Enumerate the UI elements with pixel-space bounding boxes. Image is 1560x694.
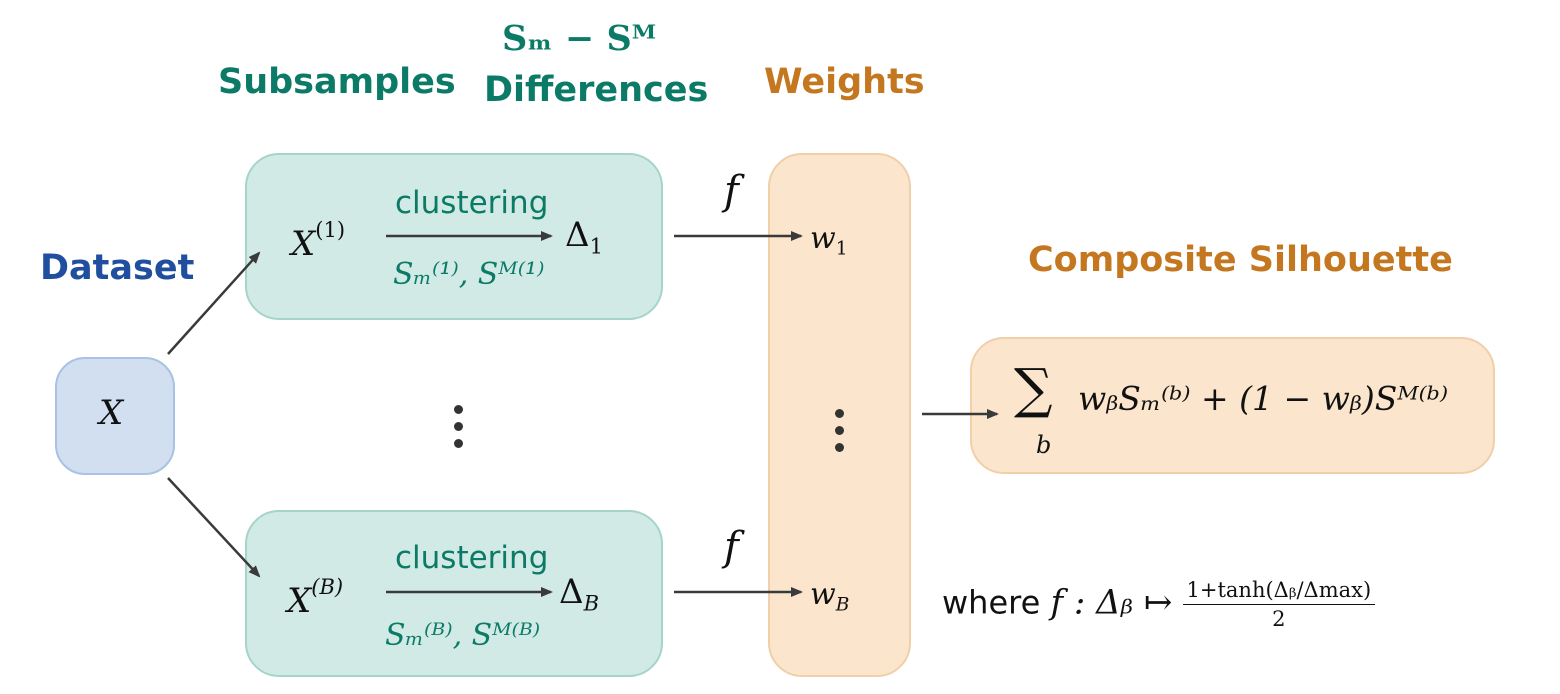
clustering-label-bottom: clustering: [395, 540, 549, 576]
dataset-header: Dataset: [40, 248, 195, 288]
clustering-label-top: clustering: [395, 185, 549, 221]
weights-header: Weights: [764, 62, 925, 102]
subsample-box-bottom: X(B) clustering Sₘ⁽ᴮ⁾, Sᴹ⁽ᴮ⁾ ΔB: [245, 510, 663, 677]
delta-top: Δ1: [565, 215, 603, 259]
weight-bottom: wB: [810, 577, 850, 616]
where-prefix: where: [942, 583, 1041, 622]
sum-index: b: [1036, 431, 1052, 459]
subsample-symbol-bottom: X(B): [287, 574, 344, 621]
subsample-ellipsis: [454, 405, 464, 456]
differences-header: Differences: [484, 70, 709, 110]
delta-bottom: ΔB: [559, 572, 600, 616]
map-label-bottom: f: [724, 524, 739, 570]
subsample-symbol-top: X(1): [291, 217, 346, 264]
composite-header: Composite Silhouette: [1028, 240, 1453, 280]
where-mapping: f : Δᵦ ↦: [1050, 582, 1173, 623]
map-label-top: f: [724, 168, 739, 214]
weights-ellipsis: [835, 409, 845, 460]
arrow-dataset-to-top: [167, 251, 261, 355]
score-label-bottom: Sₘ⁽ᴮ⁾, Sᴹ⁽ᴮ⁾: [385, 618, 541, 653]
subsamples-header: Subsamples: [218, 62, 456, 102]
composite-box: ∑ b wᵦSₘ⁽ᵇ⁾ + (1 − wᵦ)Sᴹ⁽ᵇ⁾: [970, 337, 1495, 474]
where-fraction: 1+tanh(Δᵦ/Δmax) 2: [1182, 578, 1376, 631]
sum-symbol: ∑: [1014, 357, 1053, 420]
differences-formula: Sₘ − Sᴹ: [502, 18, 657, 59]
weight-top: w1: [810, 221, 848, 260]
score-label-top: Sₘ⁽¹⁾, Sᴹ⁽¹⁾: [393, 257, 545, 292]
where-clause: where f : Δᵦ ↦ 1+tanh(Δᵦ/Δmax) 2: [942, 578, 1376, 631]
arrow-dataset-to-bottom: [167, 477, 261, 578]
dataset-symbol: X: [99, 393, 124, 433]
dataset-box: X: [55, 357, 175, 475]
composite-term: wᵦSₘ⁽ᵇ⁾ + (1 − wᵦ)Sᴹ⁽ᵇ⁾: [1078, 379, 1449, 418]
